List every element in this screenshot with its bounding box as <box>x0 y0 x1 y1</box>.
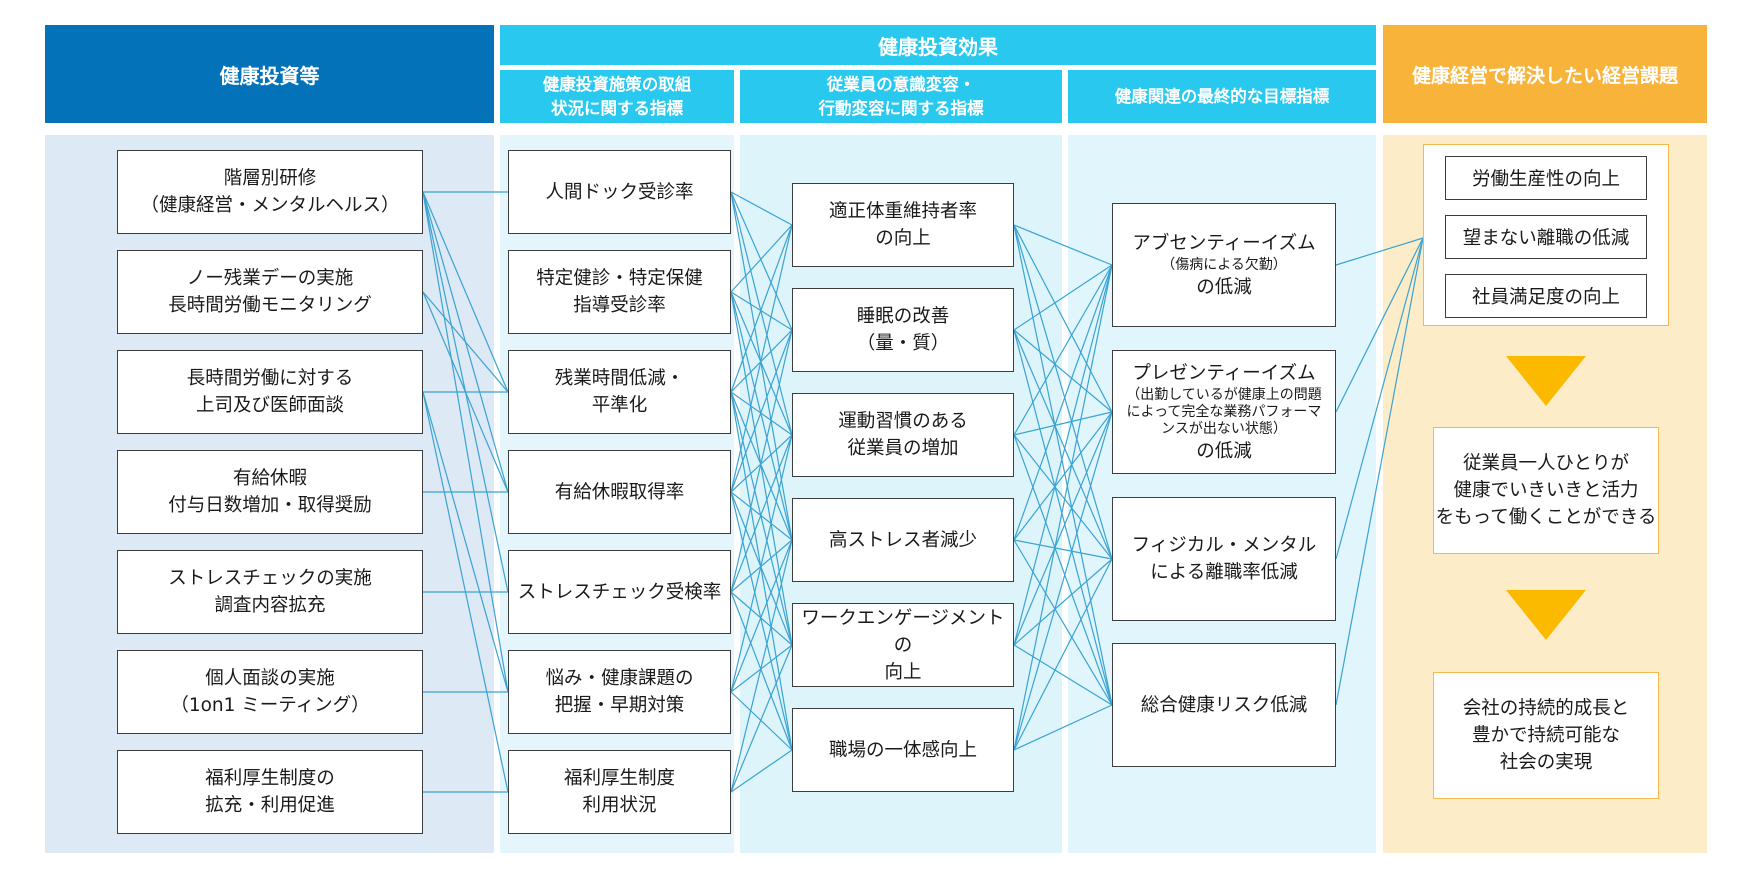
management-issue-box: 社員満足度の向上 <box>1445 274 1647 318</box>
initiative-indicator-box: 残業時間低減・ 平準化 <box>508 350 731 434</box>
awareness-indicator-box: 高ストレス者減少 <box>792 498 1014 582</box>
outcome-sustainable-growth: 会社の持続的成長と 豊かで持続可能な 社会の実現 <box>1433 672 1659 799</box>
investment-box: 階層別研修 （健康経営・メンタルヘルス） <box>117 150 423 234</box>
investment-box: 福利厚生制度の 拡充・利用促進 <box>117 750 423 834</box>
investment-box: ストレスチェックの実施 調査内容拡充 <box>117 550 423 634</box>
final-indicator-suffix: の低減 <box>1196 440 1252 462</box>
header-effect: 健康投資効果 <box>500 25 1376 65</box>
header-final-indicators: 健康関連の最終的な目標指標 <box>1068 70 1376 123</box>
final-indicator-content: フィジカル・メンタル による離職率低減 <box>1132 532 1317 586</box>
initiative-indicator-box: 福利厚生制度 利用状況 <box>508 750 731 834</box>
final-indicator-title: アブセンティーイズム <box>1132 232 1316 254</box>
investment-box: 個人面談の実施 （1on1 ミーティング） <box>117 650 423 734</box>
header-management-issues: 健康経営で解決したい経営課題 <box>1383 25 1707 123</box>
management-issue-box: 望まない離職の低減 <box>1445 215 1647 259</box>
final-indicator-content: 総合健康リスク低減 <box>1141 692 1308 719</box>
management-issue-box: 労働生産性の向上 <box>1445 156 1647 200</box>
down-arrow-icon <box>1506 590 1586 640</box>
down-arrow-icon <box>1506 356 1586 406</box>
final-indicator-content: アブセンティーイズム （傷病による欠勤） の低減 <box>1132 230 1315 301</box>
awareness-indicator-box: 適正体重維持者率 の向上 <box>792 183 1014 267</box>
outcome-employee-vitality: 従業員一人ひとりが 健康でいきいきと活力 をもって働くことができる <box>1433 427 1659 554</box>
final-indicator-title: 総合健康リスク低減 <box>1140 694 1308 716</box>
final-indicator-suffix: の低減 <box>1196 276 1252 298</box>
final-indicator-title: プレゼンティーイズム <box>1132 362 1316 384</box>
initiative-indicator-box: 悩み・健康課題の 把握・早期対策 <box>508 650 731 734</box>
header-awareness-indicators: 従業員の意識変容・ 行動変容に関する指標 <box>740 70 1062 123</box>
final-indicator-note: （傷病による欠勤） <box>1161 256 1287 273</box>
final-indicator-title: フィジカル・メンタル による離職率低減 <box>1131 535 1317 583</box>
awareness-indicator-box: 運動習慣のある 従業員の増加 <box>792 393 1014 477</box>
initiative-indicator-box: 人間ドック受診率 <box>508 150 731 234</box>
final-indicator-box: プレゼンティーイズム（出勤しているが健康上の問題 によって完全な業務パフォーマ … <box>1112 350 1336 474</box>
investment-box: 有給休暇 付与日数増加・取得奨励 <box>117 450 423 534</box>
investment-box: 長時間労働に対する 上司及び医師面談 <box>117 350 423 434</box>
header-investment: 健康投資等 <box>45 25 494 123</box>
awareness-indicator-box: ワークエンゲージメントの 向上 <box>792 603 1014 687</box>
final-indicator-box: フィジカル・メンタル による離職率低減 <box>1112 497 1336 621</box>
final-indicator-content: プレゼンティーイズム（出勤しているが健康上の問題 によって完全な業務パフォーマ … <box>1126 360 1322 465</box>
awareness-indicator-box: 職場の一体感向上 <box>792 708 1014 792</box>
final-indicator-box: アブセンティーイズム （傷病による欠勤） の低減 <box>1112 203 1336 327</box>
final-indicator-box: 総合健康リスク低減 <box>1112 643 1336 767</box>
header-initiative-indicators: 健康投資施策の取組 状況に関する指標 <box>500 70 734 123</box>
initiative-indicator-box: 特定健診・特定保健 指導受診率 <box>508 250 731 334</box>
final-indicator-note: （出勤しているが健康上の問題 によって完全な業務パフォーマ ンスが出ない状態） <box>1126 386 1322 437</box>
initiative-indicator-box: 有給休暇取得率 <box>508 450 731 534</box>
investment-box: ノー残業デーの実施 長時間労働モニタリング <box>117 250 423 334</box>
awareness-indicator-box: 睡眠の改善 （量・質） <box>792 288 1014 372</box>
initiative-indicator-box: ストレスチェック受検率 <box>508 550 731 634</box>
